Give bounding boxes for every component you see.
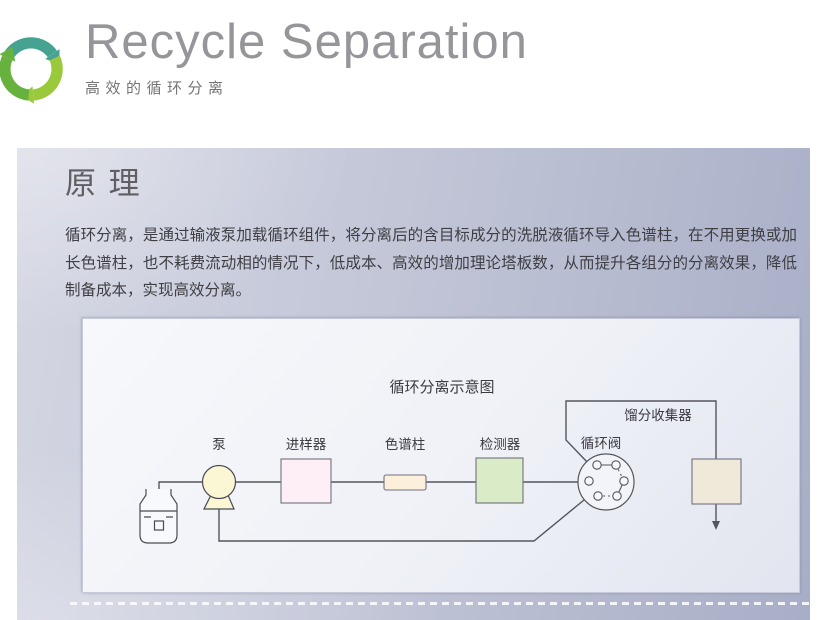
collector-route-line xyxy=(565,400,717,464)
valve-ports xyxy=(584,460,629,501)
fraction-collector-box xyxy=(691,458,742,505)
title-block: Recycle Separation 高效的循环分离 xyxy=(85,14,528,98)
diagram-title: 循环分离示意图 xyxy=(389,378,494,396)
down-arrow-head xyxy=(712,521,720,530)
tube-sinker xyxy=(153,520,165,531)
pump xyxy=(201,464,237,510)
bottle-shape xyxy=(139,489,178,544)
page-header: Recycle Separation 高效的循环分离 xyxy=(0,0,822,148)
pump-label: 泵 xyxy=(212,437,226,452)
solvent-bottle xyxy=(139,489,178,544)
page-title: Recycle Separation xyxy=(85,15,528,69)
column-box xyxy=(383,474,427,491)
pump-head xyxy=(201,464,237,500)
detector-label: 检测器 xyxy=(480,437,521,452)
page-subtitle: 高效的循环分离 xyxy=(85,80,229,98)
principle-panel: 原 理 循环分离，是通过输液泵加载循环组件，将分离后的含目标成分的洗脱液循环导入… xyxy=(17,148,810,620)
injector-box xyxy=(280,458,332,504)
column-label: 色谱柱 xyxy=(385,436,426,452)
recycle-valve xyxy=(577,453,635,511)
recycle-icon-svg xyxy=(0,37,63,104)
diagram-svg: 循环分离示意图 xyxy=(139,378,742,544)
principle-heading: 原 理 xyxy=(65,166,142,201)
recycle-icon xyxy=(0,29,75,109)
diagram-figure: 循环分离示意图 xyxy=(82,318,800,593)
recycle-valve-label: 循环阀 xyxy=(581,436,622,451)
detector-box xyxy=(475,457,524,504)
fraction-collector-label: 馏分收集器 xyxy=(624,408,692,423)
principle-paragraph: 循环分离，是通过输液泵加载循环组件，将分离后的含目标成分的洗脱液循环导入色谱柱，… xyxy=(65,227,797,299)
recycle-arrow-left xyxy=(0,46,30,101)
dashed-divider xyxy=(70,602,809,605)
recycle-loop-line xyxy=(218,499,585,542)
injector-label: 进样器 xyxy=(286,437,327,452)
